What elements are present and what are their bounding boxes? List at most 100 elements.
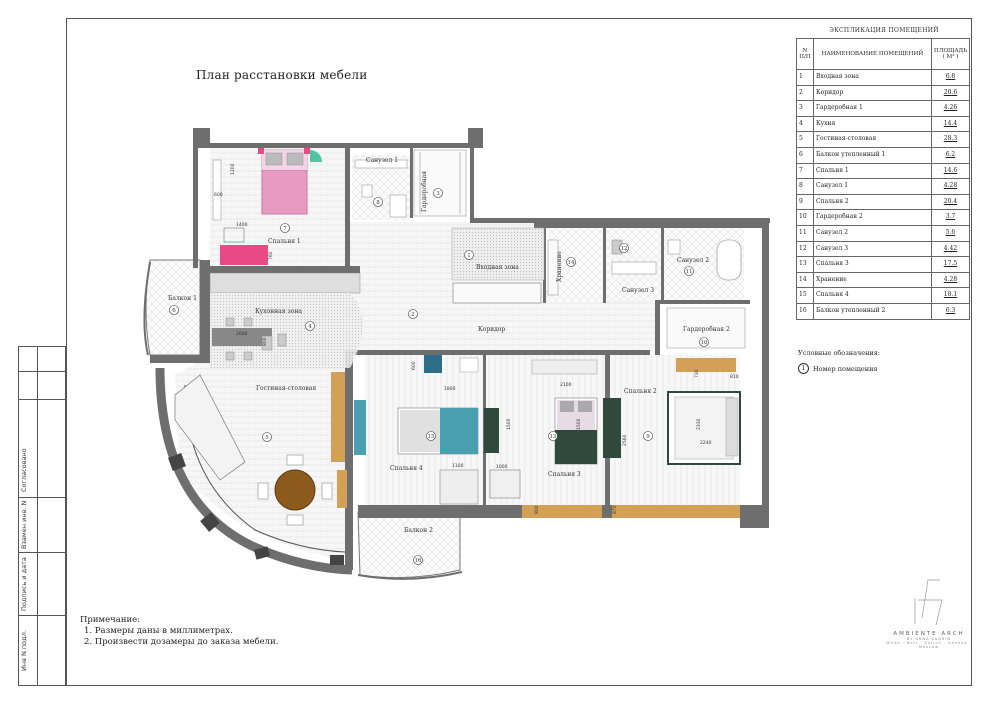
cell-area: 20.6	[930, 84, 971, 102]
room-number: 5	[265, 435, 269, 441]
room-number: 6	[172, 308, 176, 314]
label-bedroom2: Спальня 2	[624, 388, 657, 395]
legend-item: 1 Номер помещения	[798, 363, 878, 374]
room-number-marker: 1	[798, 363, 809, 374]
label-bedroom1: Спальня 1	[268, 238, 301, 245]
cell-name: Гардеробная 1	[813, 100, 932, 117]
explication-title: ЭКСПЛИКАЦИЯ ПОМЕЩЕНИЙ	[829, 27, 939, 34]
col-name: НАИМЕНОВАНИЕ ПОМЕЩЕНИЙ	[813, 38, 932, 70]
label-storage: Хранение	[556, 251, 563, 282]
note-item: 1. Размеры даны в миллиметрах.	[84, 626, 233, 636]
label-bedroom3: Спальня 3	[548, 471, 581, 478]
label-kitchen: Кухонная зона	[255, 308, 302, 315]
notes: Примечание: 1. Размеры даны в миллиметра…	[80, 615, 278, 648]
cell-num: 5	[796, 131, 814, 148]
dim-label: 2240	[700, 440, 712, 446]
dim-label: 760	[268, 251, 274, 260]
room-number: 12	[621, 246, 628, 252]
cell-area: 4.28	[930, 178, 971, 195]
cell-num: 15	[796, 287, 814, 304]
logo-sub: BY ANNA SAGRIN	[906, 637, 951, 641]
room-number: 8	[376, 200, 380, 206]
page-title: План расстановки мебели	[196, 68, 368, 82]
dim-label: 1800	[444, 386, 456, 392]
room-number: 9	[646, 434, 650, 440]
dim-label: 2330	[696, 418, 702, 430]
col-num: N П/П	[796, 38, 814, 70]
explication-table: N П/П НАИМЕНОВАНИЕ ПОМЕЩЕНИЙ ПЛОЩАДЬ ( М…	[796, 38, 971, 320]
cell-area: 28.3	[930, 131, 971, 148]
cell-num: 11	[796, 224, 814, 242]
label-bedroom4: Спальня 4	[390, 465, 423, 472]
legend-label: Номер помещения	[813, 364, 878, 373]
cell-name: Гостиная-столовая	[813, 131, 932, 148]
dim-label: 2600	[236, 331, 248, 337]
room-number: 11	[686, 269, 693, 275]
cell-area: 3.7	[930, 209, 971, 226]
cell-area: 4.28	[930, 271, 971, 289]
logo-tagline: Milan · Bari · Zurich · Geneva · Moscow	[886, 641, 972, 649]
room-number: 4	[308, 324, 312, 330]
room-number: 7	[283, 226, 287, 232]
cell-area: 14.6	[930, 162, 971, 180]
dim-label: 1100	[452, 463, 464, 469]
dim-label: 2100	[560, 382, 572, 388]
cell-area: 14.4	[930, 115, 971, 133]
dim-label: 1500	[506, 418, 512, 430]
dim-label: 1400	[236, 222, 248, 228]
cell-name: Санузел 2	[813, 224, 932, 242]
cell-name: Хранение	[813, 271, 932, 289]
cell-name: Спальня 1	[813, 162, 932, 180]
cell-area: 5.6	[930, 224, 971, 242]
cell-num: 2	[796, 84, 814, 102]
cell-area: 6.2	[930, 146, 971, 164]
cell-name: Санузел 1	[813, 178, 932, 195]
room-number: 15	[428, 434, 435, 440]
label-wardrobe1: Гардеробная	[421, 171, 428, 212]
cell-area: 4.42	[930, 240, 971, 258]
approval-stamp: Согласовано Взамен инв. N Подпись и дата…	[18, 346, 66, 686]
cell-num: 6	[796, 146, 814, 164]
cell-num: 8	[796, 178, 814, 195]
cell-name: Балкон утепленный 1	[813, 146, 932, 164]
dim-label: 1500	[576, 418, 582, 430]
drawing-frame	[66, 18, 972, 686]
room-number: 16	[415, 558, 422, 564]
room-number: 14	[568, 260, 575, 266]
company-logo: AMBIENTE ARCH BY ANNA SAGRIN Milan · Bar…	[883, 575, 975, 655]
dim-label: 600	[214, 192, 223, 198]
logo-brand: AMBIENTE ARCH	[893, 631, 965, 637]
cell-num: 12	[796, 240, 814, 258]
cell-area: 4.26	[930, 100, 971, 117]
dim-label: 600	[411, 361, 417, 370]
label-corridor: Коридор	[478, 326, 505, 333]
note-item: 2. Произвести дозамеры до заказа мебели.	[84, 637, 279, 647]
cell-num: 4	[796, 115, 814, 133]
cell-name: Кухня	[813, 115, 932, 133]
room-number: 13	[550, 434, 557, 440]
dim-label: 870	[612, 505, 618, 514]
cell-num: 16	[796, 302, 814, 320]
cell-num: 9	[796, 193, 814, 211]
col-area: ПЛОЩАДЬ ( М² )	[930, 38, 971, 70]
notes-heading: Примечание:	[80, 615, 141, 625]
dim-label: 1200	[230, 163, 236, 175]
label-wc1: Санузел 1	[366, 157, 398, 164]
cell-area: 18.1	[930, 287, 971, 304]
cell-name: Спальня 3	[813, 256, 932, 273]
label-living: Гостиная-столовая	[256, 385, 316, 392]
explication-table-block: ЭКСПЛИКАЦИЯ ПОМЕЩЕНИЙ N П/П НАИМЕНОВАНИЕ…	[796, 27, 972, 320]
